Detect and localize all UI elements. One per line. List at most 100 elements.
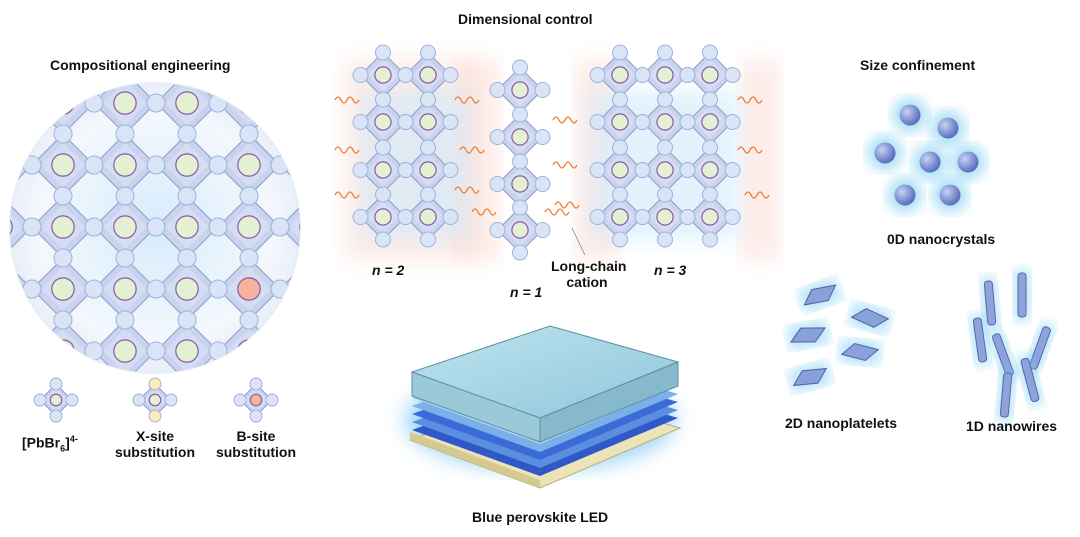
- x-site-atom: [702, 44, 718, 61]
- b-site-atom: [611, 113, 629, 131]
- b-site-atom: [51, 91, 75, 115]
- x-site-atom: [302, 187, 320, 205]
- octahedron: [686, 51, 734, 99]
- x-site-atom: [724, 114, 741, 130]
- b-site-atom: [611, 161, 629, 179]
- x-site-atom: [657, 186, 673, 203]
- x-site-atom: [612, 91, 628, 108]
- x-site-atom: [209, 32, 227, 50]
- x-site-atom: [10, 372, 11, 373]
- nanoplatelet: [786, 319, 830, 351]
- octahedron-face: [288, 142, 300, 188]
- x-site-atom: [397, 67, 414, 83]
- long-chain-cation-icon: [552, 161, 578, 169]
- b-site-atom: [511, 81, 529, 99]
- x-site-atom: [178, 1, 196, 19]
- x-site-atom: [302, 373, 320, 391]
- b-site-atom: [701, 208, 719, 226]
- x-site-atom: [33, 393, 47, 407]
- long-chain-cation-icon: [334, 146, 360, 154]
- x-site-atom: [239, 124, 259, 144]
- led-device: [405, 325, 682, 489]
- title-led: Blue perovskite LED: [472, 509, 609, 525]
- x-site-atom: [10, 248, 11, 268]
- x-site-atom: [442, 162, 459, 178]
- x-site-atom: [270, 93, 290, 113]
- octahedron: [217, 133, 281, 197]
- long-chain-cation-icon: [471, 208, 497, 216]
- long-chain-cation-icon: [737, 96, 763, 104]
- b-site-atom: [10, 277, 13, 301]
- x-site-atom: [442, 114, 459, 130]
- x-site-atom: [146, 93, 166, 113]
- title-compositional: Compositional engineering: [50, 57, 231, 73]
- x-site-atom: [115, 372, 135, 373]
- x-site-atom: [589, 114, 606, 130]
- b-site-atom: [49, 393, 63, 407]
- x-site-atom: [534, 129, 551, 145]
- x-site-atom: [53, 124, 73, 144]
- b-site-atom: [701, 113, 719, 131]
- perovskite-slab: [589, 44, 741, 248]
- nanowire: [979, 276, 1001, 330]
- octahedron: [155, 133, 219, 197]
- nanowire-body: [983, 280, 997, 326]
- x-site-atom: [352, 67, 369, 83]
- x-site-atom: [265, 393, 279, 407]
- b-site-atom: [176, 402, 198, 424]
- octahedron: [359, 193, 407, 241]
- x-site-atom: [634, 162, 651, 178]
- b-site-atom: [10, 153, 13, 177]
- x-site-atom: [208, 279, 228, 299]
- x-site-atom: [679, 114, 696, 130]
- x-site-atom: [512, 153, 528, 170]
- x-site-atom: [489, 82, 506, 98]
- octahedron: [686, 146, 734, 194]
- b-site-atom: [113, 277, 137, 301]
- nanostructures: [786, 97, 1057, 422]
- nanowire: [968, 313, 992, 367]
- b-site-atom: [374, 113, 392, 131]
- b-site-substituted: [237, 277, 261, 301]
- x-site-atom: [85, 32, 103, 50]
- octahedron-face: [10, 83, 24, 126]
- long-chain-cation-icon: [454, 96, 480, 104]
- nanoplatelet-body: [792, 367, 828, 387]
- pbbr6-subscript: 6: [60, 443, 66, 454]
- b-site-substituted: [249, 393, 263, 407]
- octahedron-body: [279, 83, 300, 135]
- x-site-atom: [302, 249, 320, 267]
- cation-pointer-line: [571, 227, 586, 256]
- x-site-atom: [115, 124, 135, 144]
- x-site-atom: [240, 1, 258, 19]
- x-site-atom: [85, 404, 103, 422]
- b-site-atom: [511, 128, 529, 146]
- cation-line2: cation: [566, 274, 608, 290]
- nanocrystal-sphere: [919, 151, 941, 173]
- b-site-atom: [419, 66, 437, 84]
- x-site-atom: [724, 162, 741, 178]
- b-site-atom: [10, 339, 13, 363]
- x-site-atom: [302, 63, 320, 81]
- x-site-atom: [534, 176, 551, 192]
- octahedron: [279, 319, 300, 373]
- b-site-atom: [175, 153, 199, 177]
- x-site-atom: [352, 209, 369, 225]
- x-site-atom: [23, 404, 41, 422]
- octahedron-body: [10, 195, 33, 259]
- octahedron: [596, 98, 644, 146]
- nanowire: [986, 327, 1020, 383]
- b-site-atom: [51, 153, 75, 177]
- octahedron-face: [10, 328, 24, 373]
- x-site-atom: [249, 377, 263, 391]
- octahedron-body: [0, 10, 32, 72]
- b-site-atom: [299, 339, 300, 363]
- x-site-atom: [489, 129, 506, 145]
- x-site-atom: [489, 176, 506, 192]
- octahedron: [31, 195, 95, 259]
- x-site-atom: [679, 67, 696, 83]
- octahedron: [596, 193, 644, 241]
- octahedron: [93, 195, 157, 259]
- b-site-atom: [237, 153, 261, 177]
